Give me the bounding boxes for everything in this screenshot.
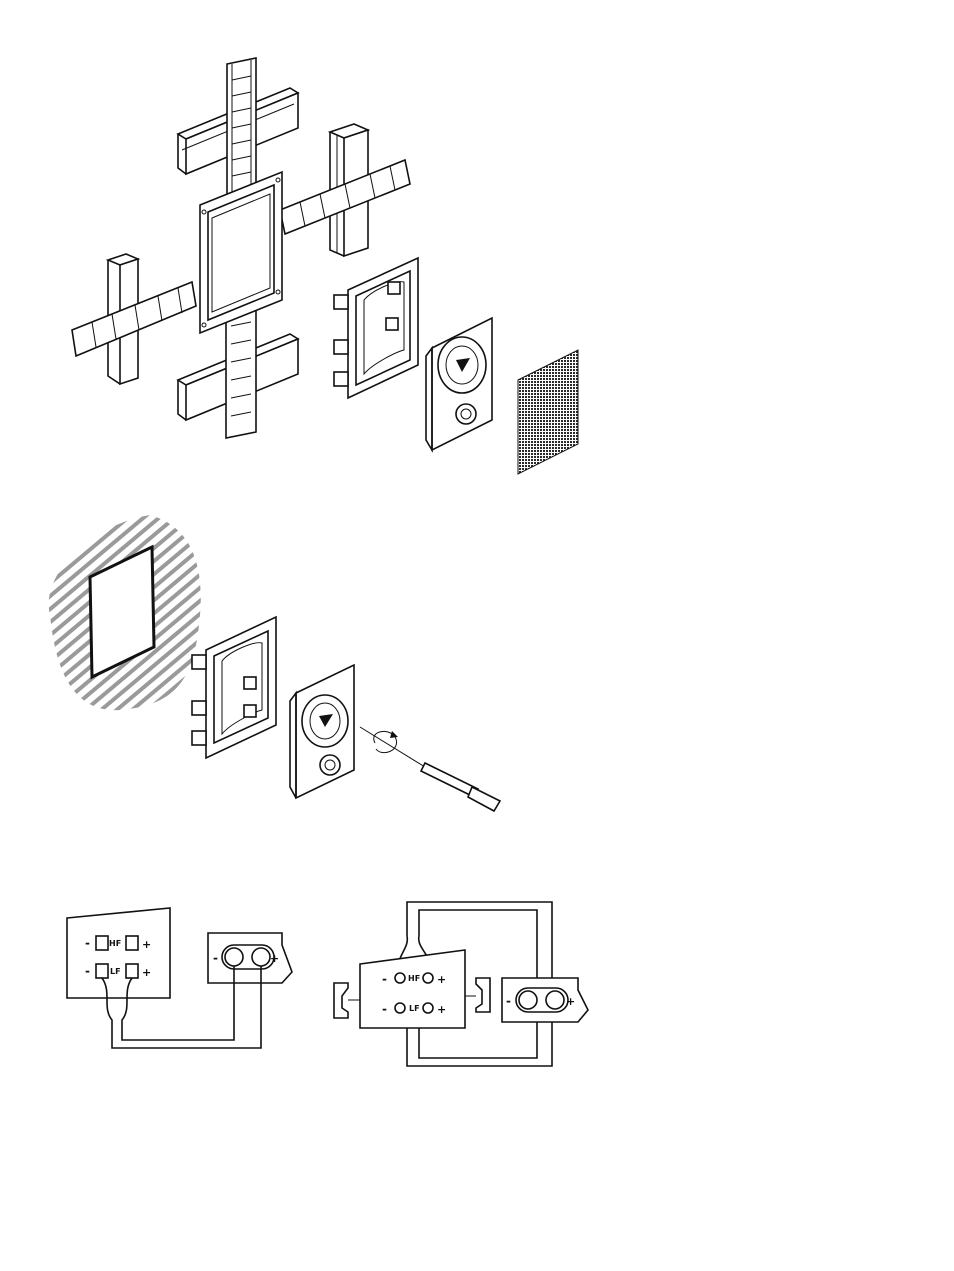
mounting-bracket-frame xyxy=(200,172,282,333)
right-lf-minus: - xyxy=(382,1002,387,1016)
left-lf-plus: + xyxy=(142,966,151,979)
right-hf-label: HF xyxy=(408,974,420,983)
right-amplifier-terminals: - + xyxy=(502,978,588,1022)
left-amplifier-terminals: - + xyxy=(208,933,292,983)
screwdriver xyxy=(360,727,500,811)
speaker xyxy=(290,665,354,798)
left-terminal-panel: - HF + - LF + xyxy=(67,908,170,998)
right-amp-plus: + xyxy=(566,995,575,1008)
wiring-diagrams: - HF + - LF + - + - xyxy=(0,880,954,1120)
left-hf-minus: - xyxy=(85,936,90,950)
exploded-mounting-diagram xyxy=(0,0,954,490)
bracket-bar-top xyxy=(227,58,256,202)
left-hf-plus: + xyxy=(142,938,151,951)
mounting-frame xyxy=(334,258,418,398)
bracket-bar-bottom xyxy=(226,304,256,438)
right-amp-minus: - xyxy=(506,994,511,1008)
left-amp-minus: - xyxy=(213,951,218,965)
right-hf-minus: - xyxy=(382,972,387,986)
right-terminal-panel: - HF + - LF + xyxy=(334,950,490,1028)
left-lf-minus: - xyxy=(85,964,90,978)
right-lf-plus: + xyxy=(437,1003,446,1016)
left-amp-plus: + xyxy=(270,952,279,965)
speaker xyxy=(426,318,492,450)
wall-installation-diagram xyxy=(0,505,954,815)
right-hf-plus: + xyxy=(437,973,446,986)
right-lf-label: LF xyxy=(409,1004,420,1013)
left-lf-label: LF xyxy=(110,967,121,976)
speaker-grille xyxy=(518,350,578,474)
mounting-frame xyxy=(192,617,276,758)
left-hf-label: HF xyxy=(109,939,121,948)
